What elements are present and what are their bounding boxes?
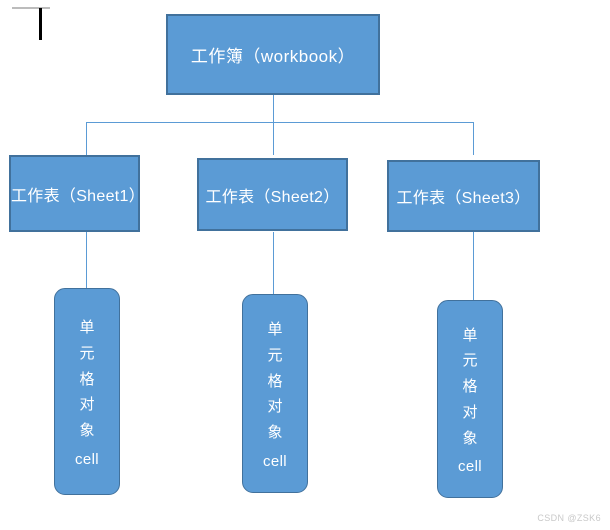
node-sheet-2[interactable]: 工作表（Sheet2）	[197, 158, 348, 231]
node-sheet-1[interactable]: 工作表（Sheet1）	[9, 155, 146, 232]
connector-sheet3-to-cell3	[473, 232, 474, 301]
node-cell-3-char-1: 元	[462, 352, 478, 370]
connector-sheet1-to-cell1	[86, 232, 87, 289]
node-cell-1-char-4: 象	[79, 422, 95, 440]
node-cell-2-char-4: 象	[267, 424, 283, 442]
connector-bus-to-sheet1	[86, 122, 87, 155]
node-cell-2-vertical-text: 单 元 格 对 象	[267, 317, 282, 446]
node-cell-2-char-2: 格	[267, 372, 283, 390]
node-sheet-3-label: 工作表（Sheet3）	[396, 190, 531, 207]
node-cell-1-char-0: 单	[79, 319, 95, 336]
ruler-line	[12, 7, 50, 9]
node-cell-3-latin-label: cell	[457, 458, 483, 476]
node-cell-3-char-2: 格	[462, 378, 478, 396]
connector-bus-to-sheet2	[273, 122, 274, 155]
node-workbook-label: 工作簿（workbook）	[190, 47, 356, 66]
node-cell-1-vertical-text: 单 元 格 对 象	[79, 315, 94, 444]
node-workbook[interactable]: 工作簿（workbook）	[166, 14, 380, 95]
node-cell-3-vertical-text: 单 元 格 对 象	[462, 323, 477, 452]
node-cell-2-char-0: 单	[267, 321, 283, 338]
node-cell-1[interactable]: 单 元 格 对 象 cell	[54, 288, 120, 495]
node-cell-3-char-0: 单	[462, 326, 478, 344]
text-caret	[39, 8, 42, 40]
node-cell-2-char-3: 对	[267, 398, 283, 416]
node-sheet-2-label: 工作表（Sheet2）	[205, 188, 340, 206]
node-cell-3[interactable]: 单 元 格 对 象 cell	[437, 300, 503, 498]
node-cell-2-char-1: 元	[267, 346, 283, 364]
node-cell-1-char-1: 元	[79, 344, 95, 362]
node-sheet-3[interactable]: 工作表（Sheet3）	[387, 160, 540, 232]
node-sheet-1-label: 工作表（Sheet1）	[11, 187, 146, 205]
node-cell-1-char-2: 格	[79, 370, 95, 388]
node-cell-3-char-4: 象	[462, 429, 478, 447]
node-cell-3-char-3: 对	[462, 403, 478, 421]
node-cell-1-latin-label: cell	[74, 450, 100, 468]
node-cell-2[interactable]: 单 元 格 对 象 cell	[242, 294, 308, 493]
watermark-label: CSDN @ZSK6	[537, 513, 601, 523]
connector-root-down	[273, 95, 274, 122]
connector-sheet2-to-cell2	[273, 232, 274, 295]
node-cell-2-latin-label: cell	[262, 452, 288, 470]
connector-horizontal-bus	[86, 122, 473, 123]
connector-bus-to-sheet3	[473, 122, 474, 155]
node-cell-1-char-3: 对	[79, 396, 95, 414]
